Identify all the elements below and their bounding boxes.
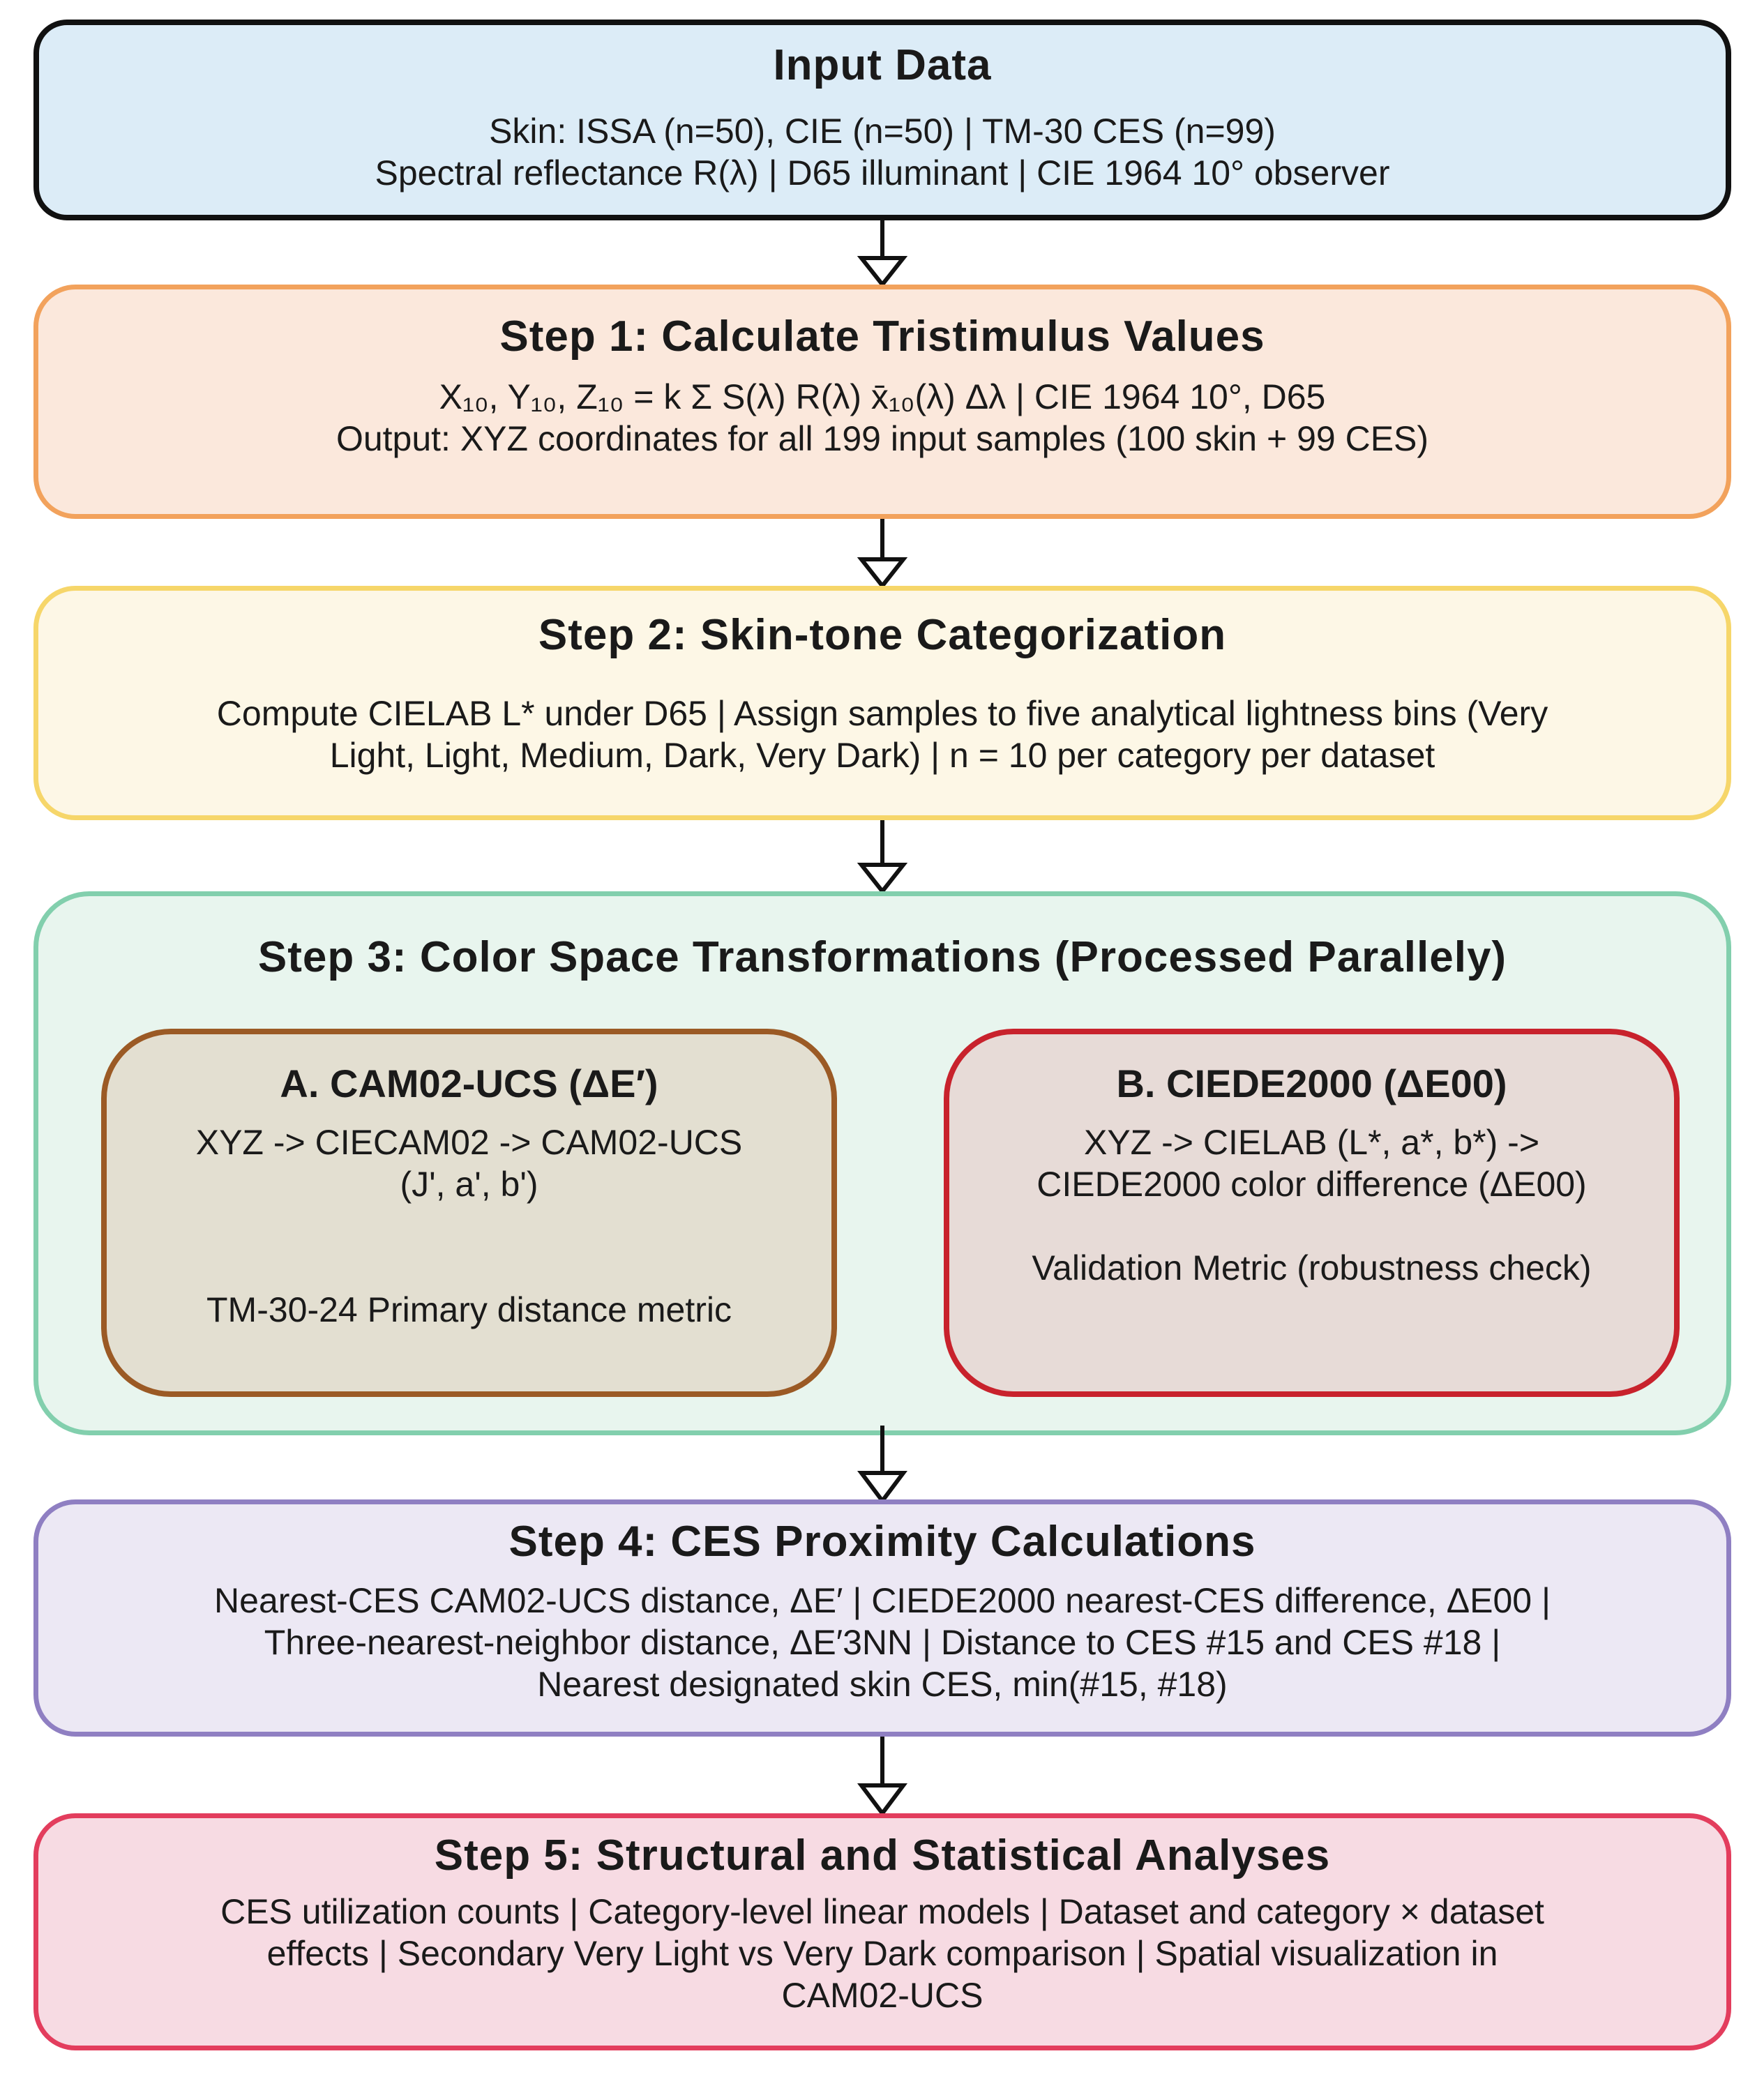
step4-line: Nearest designated skin CES, min(#15, #1… xyxy=(537,1665,1228,1704)
ciede2000-line: XYZ -> CIELAB (L*, a*, b*) -> xyxy=(1083,1123,1540,1162)
cam02-ucs-line: XYZ -> CIECAM02 -> CAM02-UCS xyxy=(195,1123,743,1162)
step4-box: Step 4: CES Proximity Calculations Neare… xyxy=(33,1499,1731,1737)
step5-title: Step 5: Structural and Statistical Analy… xyxy=(434,1831,1331,1880)
step2-line: Compute CIELAB L* under D65 | Assign sam… xyxy=(216,694,1548,733)
step5-box: Step 5: Structural and Statistical Analy… xyxy=(33,1813,1731,2050)
flow-arrow xyxy=(857,1426,907,1504)
cam02-ucs-line: (J', a', b') xyxy=(400,1165,538,1204)
input-data-title: Input Data xyxy=(773,41,992,89)
step2-box: Step 2: Skin-tone Categorization Compute… xyxy=(33,586,1731,820)
step2-title: Step 2: Skin-tone Categorization xyxy=(538,611,1227,659)
step3-title: Step 3: Color Space Transformations (Pro… xyxy=(257,933,1507,981)
step4-title: Step 4: CES Proximity Calculations xyxy=(508,1518,1256,1566)
ciede2000-title: B. CIEDE2000 (ΔE00) xyxy=(1116,1061,1507,1105)
flow-arrow xyxy=(857,1737,907,1816)
ciede2000-box: B. CIEDE2000 (ΔE00) XYZ -> CIELAB (L*, a… xyxy=(944,1029,1680,1397)
step1-line: Output: XYZ coordinates for all 199 inpu… xyxy=(336,419,1429,458)
cam02-ucs-box: A. CAM02-UCS (ΔE′) XYZ -> CIECAM02 -> CA… xyxy=(101,1029,837,1397)
step4-line: Nearest-CES CAM02-UCS distance, ΔE′ | CI… xyxy=(214,1581,1551,1620)
step1-text: X₁₀, Y₁₀, Z₁₀ = k Σ S(λ) R(λ) x̄₁₀(λ) Δλ… xyxy=(38,376,1726,460)
flow-arrow xyxy=(857,220,907,287)
step3-box: Step 3: Color Space Transformations (Pro… xyxy=(33,891,1731,1435)
input-data-text: Skin: ISSA (n=50), CIE (n=50) | TM-30 CE… xyxy=(39,110,1726,194)
input-data-line: Spectral reflectance R(λ) | D65 illumina… xyxy=(375,153,1390,192)
step5-line: CAM02-UCS xyxy=(781,1976,983,2015)
step5-text: CES utilization counts | Category-level … xyxy=(38,1891,1726,2016)
step4-text: Nearest-CES CAM02-UCS distance, ΔE′ | CI… xyxy=(38,1580,1726,1705)
step2-line: Light, Light, Medium, Dark, Very Dark) |… xyxy=(329,736,1435,775)
step1-box: Step 1: Calculate Tristimulus Values X₁₀… xyxy=(33,285,1731,519)
step1-title: Step 1: Calculate Tristimulus Values xyxy=(499,312,1265,361)
step1-line: X₁₀, Y₁₀, Z₁₀ = k Σ S(λ) R(λ) x̄₁₀(λ) Δλ… xyxy=(439,377,1326,416)
step2-text: Compute CIELAB L* under D65 | Assign sam… xyxy=(38,693,1726,776)
input-data-box: Input Data Skin: ISSA (n=50), CIE (n=50)… xyxy=(33,20,1731,220)
step5-line: CES utilization counts | Category-level … xyxy=(220,1892,1544,1931)
input-data-line: Skin: ISSA (n=50), CIE (n=50) | TM-30 CE… xyxy=(489,112,1276,151)
step4-line: Three-nearest-neighbor distance, ΔE′3NN … xyxy=(264,1623,1501,1662)
ciede2000-line: CIEDE2000 color difference (ΔE00) xyxy=(1036,1165,1587,1204)
step5-line: effects | Secondary Very Light vs Very D… xyxy=(266,1934,1498,1973)
flow-arrow xyxy=(857,820,907,894)
flow-arrow xyxy=(857,519,907,589)
cam02-ucs-note: TM-30-24 Primary distance metric xyxy=(206,1290,732,1329)
cam02-ucs-title: A. CAM02-UCS (ΔE′) xyxy=(280,1061,658,1105)
ciede2000-note: Validation Metric (robustness check) xyxy=(1032,1248,1592,1287)
